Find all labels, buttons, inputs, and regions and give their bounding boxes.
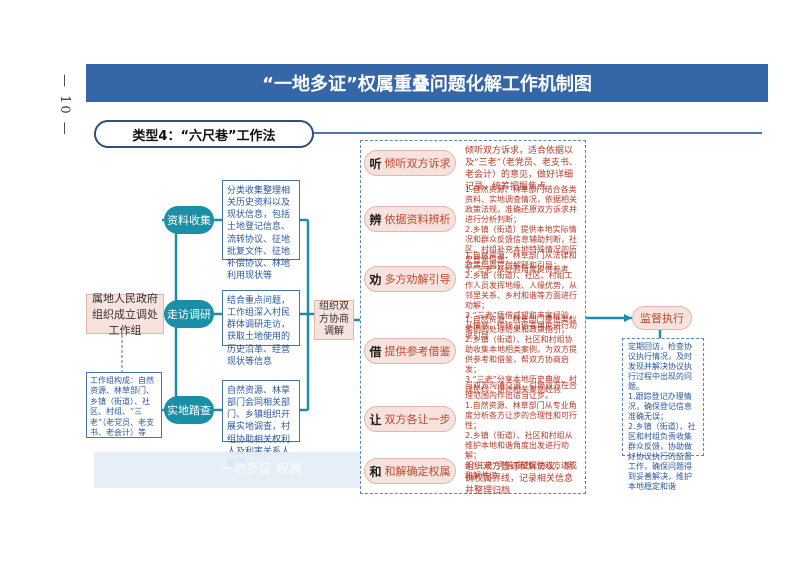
method-desc-persuade: 1.自然资源、林草部门从法律和政策层面提供解释和引导；2.乡镇（街道）、社区、村… — [465, 251, 577, 340]
faded-caption-band — [94, 452, 360, 488]
divider-line — [300, 132, 762, 134]
page-number: — 10 — — [57, 74, 72, 137]
faded-caption: 一地多证 权属 — [220, 462, 303, 477]
method-desc-reference: 1.自然资源、林草部门提供类似案例的处理结果和政策指引；2.乡镇（街道）、社区和… — [465, 315, 577, 394]
method-desc-reconcile: 组织双方签订和解协议，明确权属界线，记录相关信息并整理归档 — [465, 462, 574, 497]
method-char: 劝 — [369, 272, 382, 287]
method-char: 和 — [369, 464, 382, 479]
method-yield: 让双方各让一步 — [364, 406, 456, 432]
branch-node-data-collection: 资料收集 — [164, 206, 214, 234]
method-desc-listen: 倾听双方诉求，适合依据以及“三老”（老党员、老支书、老会计）的意见，做好详细记录… — [465, 146, 578, 193]
method-label: 多方劝解引导 — [384, 273, 451, 286]
end-node: 监督执行 — [632, 306, 692, 330]
method-char: 让 — [369, 412, 382, 427]
method-char: 辨 — [369, 212, 382, 227]
team-description: 工作组构成：自然资源、林草部门、乡镇（街道）、社区、村组、“三老”（老党员、老支… — [86, 372, 162, 438]
type-label: 类型4：“六尺巷”工作法 — [94, 120, 314, 148]
method-reference: 借提供参考借鉴 — [364, 338, 456, 364]
method-listen: 听倾听双方诉求 — [364, 150, 456, 176]
center-node: 组织双方协商调解 — [314, 300, 354, 340]
method-label: 倾听双方诉求 — [384, 157, 451, 170]
branch-desc-field-interview: 结合重点问题，工作组深入村民群体调研走访，获取土地使用的历史沿革、经营现状等信息 — [222, 290, 300, 367]
method-desc-discern: 1.自然资源、林草部门结合各类资料、实地调查情况，依据相关政策法规，准确还原双方… — [465, 185, 577, 274]
method-label: 依据资料辨析 — [384, 213, 451, 226]
methods-container — [360, 140, 586, 494]
method-discern: 辨依据资料辨析 — [364, 206, 456, 232]
method-persuade: 劝多方劝解引导 — [364, 266, 456, 292]
method-label: 双方各让一步 — [384, 413, 451, 426]
method-label: 提供参考借鉴 — [384, 345, 451, 358]
branch-desc-data-collection: 分类收集整理相关历史资料以及现状信息，包括土地登记信息、流转协议、征地批复文件、… — [222, 180, 300, 281]
branch-node-field-interview: 走访调研 — [164, 300, 214, 328]
method-desc-yield: 与双方沟通交流，引导双方在合理范围内作出适当让步。1.自然资源、林草部门从专业角… — [465, 381, 577, 480]
branch-desc-site-survey: 自然资源、林草部门会同相关部门、乡镇组织开展实地调查，村组协助相关权利人及利害关… — [222, 380, 300, 469]
method-char: 听 — [369, 156, 382, 171]
page-title: “一地多证”权属重叠问题化解工作机制图 — [86, 64, 768, 102]
method-reconcile: 和和解确定权属 — [364, 458, 456, 484]
branch-node-site-survey: 实地踏查 — [164, 396, 214, 424]
method-label: 和解确定权属 — [384, 465, 451, 478]
end-description: 定期回访，检查协议执行情况，及时发现并解决协议执行过程中出现的问题。1.跟踪登记… — [622, 338, 704, 491]
start-node: 属地人民政府组织成立调处工作组 — [86, 292, 164, 337]
method-char: 借 — [369, 344, 382, 359]
